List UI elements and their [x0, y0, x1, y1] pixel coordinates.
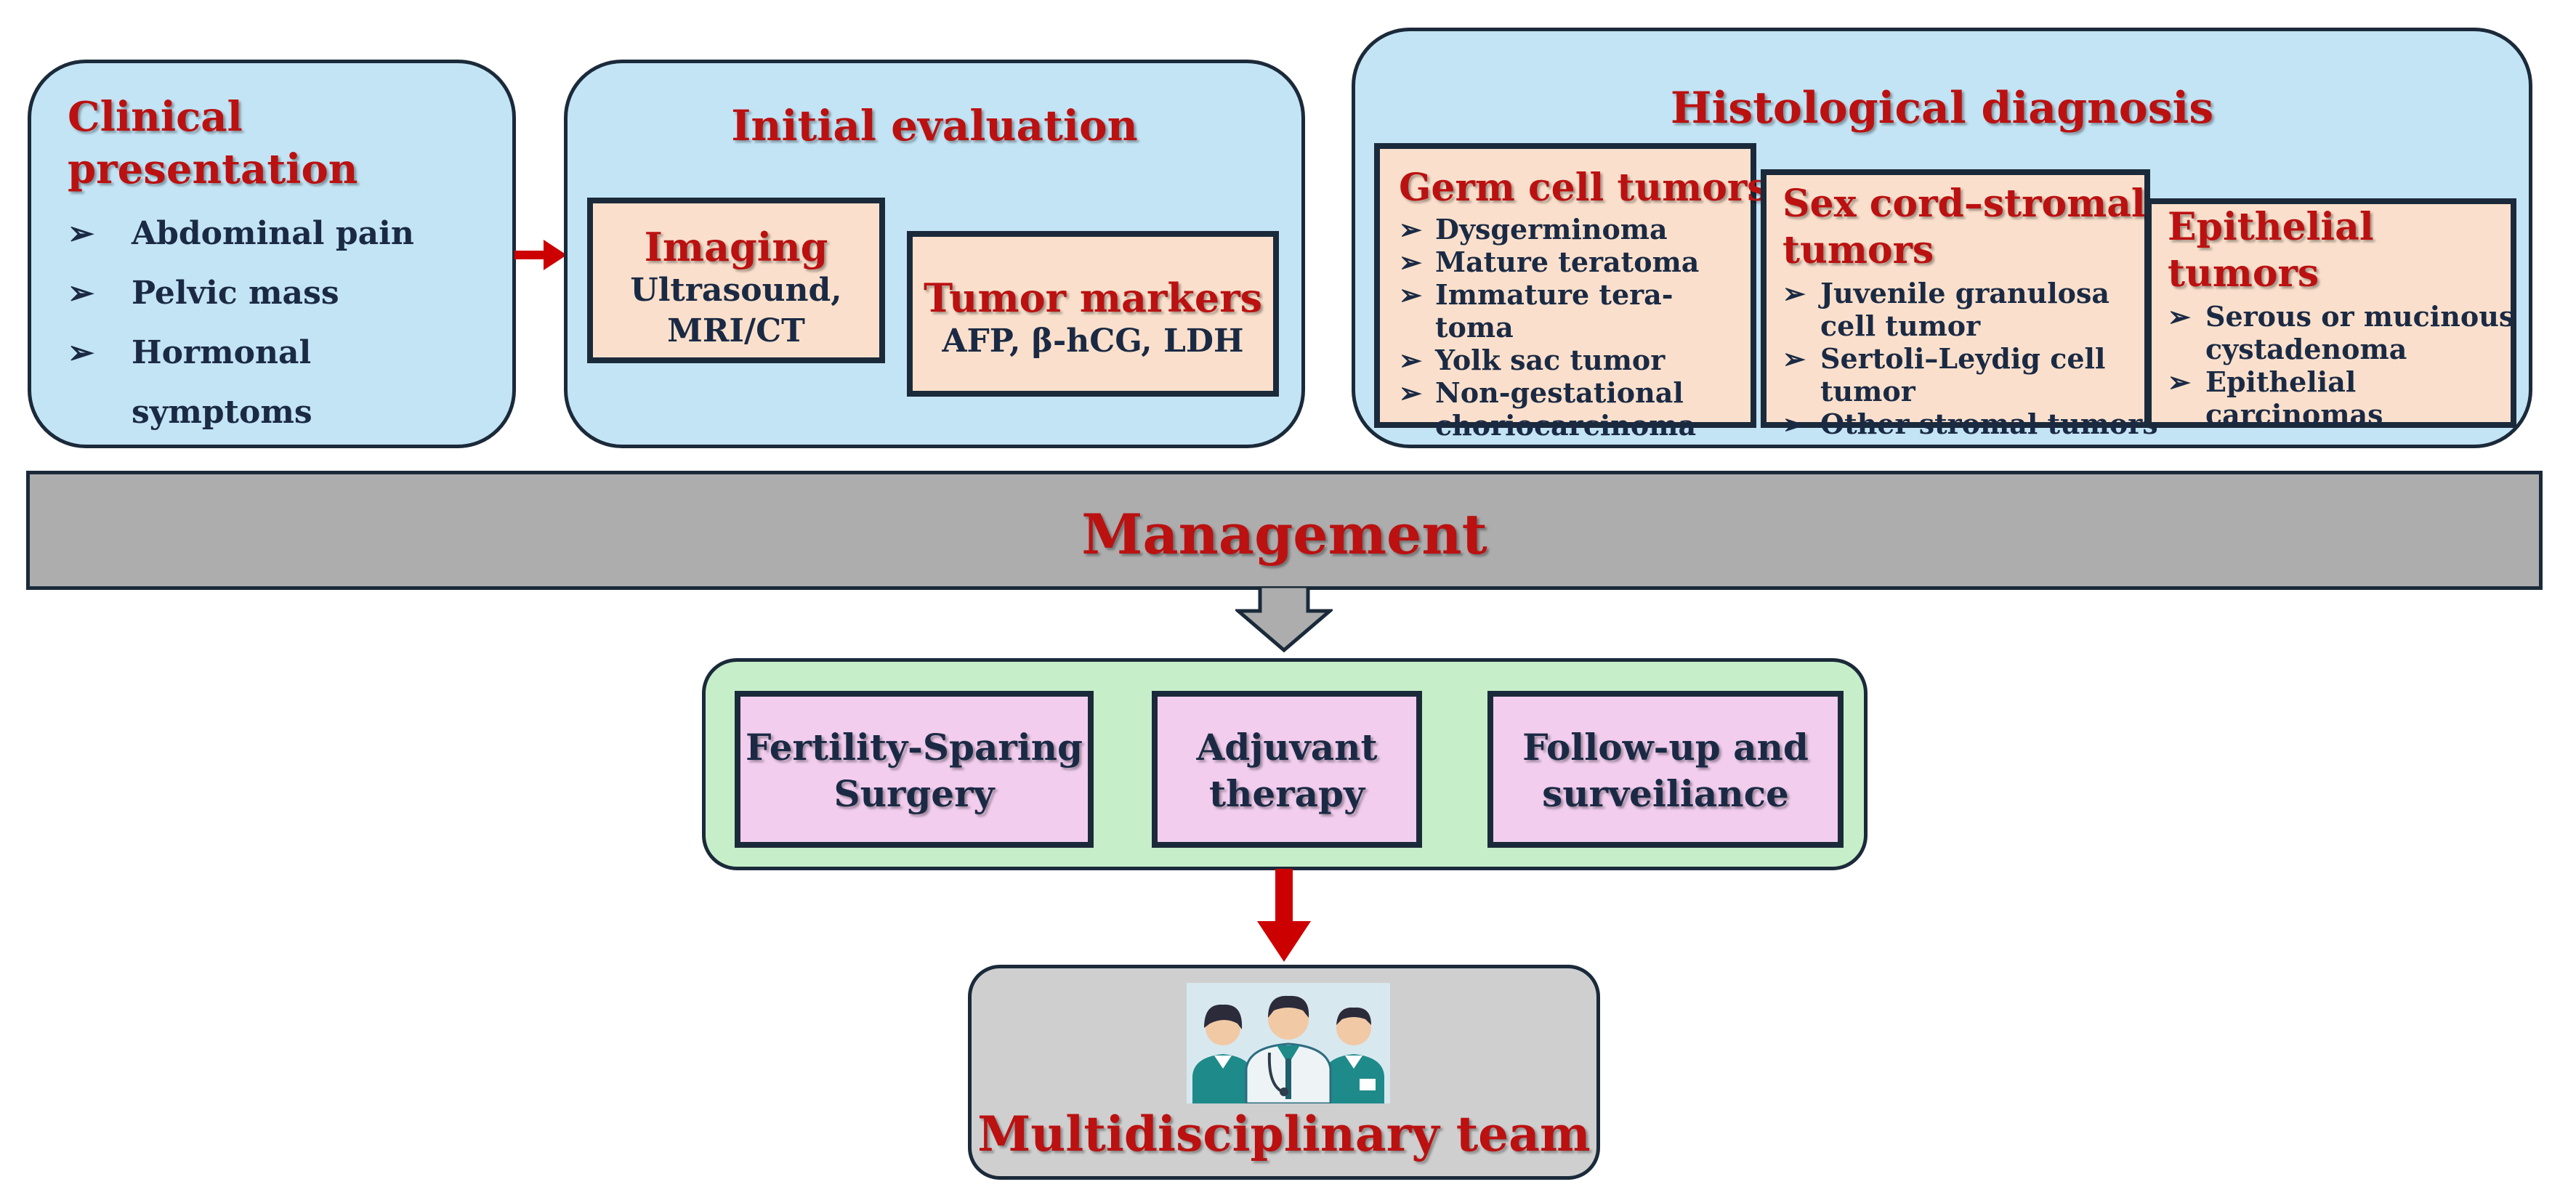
- tumor-markers-line1: AFP, β-hCG, LDH: [942, 323, 1244, 360]
- multidisciplinary-team-panel: Multidisciplinary team: [968, 965, 1600, 1180]
- epithelial-item-continuation: cystadenoma: [2205, 333, 2407, 365]
- arrow-bullet-icon: ➢: [68, 215, 94, 252]
- fertility-sparing-surgery-box: Fertility-Sparing Surgery: [735, 691, 1094, 848]
- team-title: Multidisciplinary team: [977, 1106, 1591, 1162]
- follow-up-box: Follow-up and surveiliance: [1487, 691, 1844, 848]
- management-title: Management: [1081, 502, 1487, 567]
- germ-item: ➢Non-gestational: [1399, 376, 1684, 409]
- epithelial-item: ➢Serous or mucinous: [2168, 300, 2515, 333]
- germ-item: ➢Yolk sac tumor: [1399, 344, 1665, 376]
- tumor-markers-title: Tumor markers: [923, 275, 1263, 321]
- arrow-bullet-icon: ➢: [68, 334, 94, 371]
- imaging-box: Imaging Ultrasound, MRI/CT: [587, 198, 885, 363]
- medical-team-icon: [1187, 983, 1390, 1103]
- epithelial-item-continuation: carcinomas: [2205, 398, 2383, 431]
- initial-evaluation-panel: Initial evaluation Imaging Ultrasound, M…: [564, 60, 1305, 448]
- epithelial-list: ➢Serous or mucinous cystadenoma ➢Epithel…: [2168, 300, 2515, 431]
- clinical-item: ➢ Hormonal: [68, 323, 414, 383]
- arrow-bullet-icon: ➢: [1399, 344, 1422, 376]
- adjuvant-therapy-box: Adjuvant therapy: [1152, 691, 1422, 848]
- clinical-item-continuation: symptoms: [132, 394, 312, 431]
- arrow-bullet-icon: ➢: [68, 275, 94, 312]
- epithelial-item: ➢Epithelial: [2168, 365, 2357, 398]
- germ-cell-list: ➢Dysgerminoma ➢Mature teratoma ➢Immature…: [1399, 213, 1751, 442]
- germ-item-continuation: choriocarcinoma: [1435, 409, 1697, 442]
- management-bar: Management: [26, 471, 2543, 590]
- arrow-bullet-icon: ➢: [1399, 376, 1422, 409]
- tumor-markers-box: Tumor markers AFP, β-hCG, LDH: [907, 231, 1279, 397]
- clinical-presentation-panel: Clinical presentation ➢ Abdominal pain ➢…: [28, 60, 516, 448]
- arrow-bullet-icon: ➢: [2168, 365, 2191, 398]
- arrow-bullet-icon: ➢: [1399, 278, 1422, 311]
- arrow-down-red-icon: [1257, 869, 1311, 962]
- sex-cord-item: ➢Juvenile granulosa: [1782, 277, 2110, 309]
- arrow-bullet-icon: ➢: [1399, 246, 1422, 278]
- germ-cell-title: Germ cell tumors: [1399, 166, 1769, 210]
- sex-cord-title: Sex cord–stromal tumors: [1782, 182, 2146, 272]
- imaging-line1: Ultrasound,: [630, 272, 842, 309]
- epithelial-box: Epithelial tumors ➢Serous or mucinous cy…: [2146, 198, 2516, 431]
- histological-title: Histological diagnosis: [1670, 83, 2214, 134]
- sex-cord-item-continuation: cell tumor: [1820, 309, 1981, 342]
- germ-item: ➢Mature teratoma: [1399, 246, 1700, 278]
- germ-item: ➢Immature tera-toma: [1399, 278, 1673, 344]
- arrow-bullet-icon: ➢: [1782, 408, 1806, 440]
- arrow-bullet-icon: ➢: [1782, 277, 1806, 309]
- clinical-item: ➢ Abdominal pain: [68, 204, 414, 264]
- sex-cord-item: ➢Sertoli–Leydig cell: [1782, 342, 2106, 375]
- clinical-item: ➢ Pelvic mass: [68, 264, 414, 323]
- arrow-bullet-icon: ➢: [2168, 300, 2191, 333]
- sex-cord-item: ➢Other stromal tumors: [1782, 408, 2158, 440]
- arrow-bullet-icon: ➢: [1399, 213, 1422, 246]
- clinical-list: ➢ Abdominal pain ➢ Pelvic mass ➢ Hormona…: [68, 204, 414, 442]
- initial-title: Initial evaluation: [731, 101, 1138, 150]
- germ-item: ➢Dysgerminoma: [1399, 213, 1668, 246]
- germ-cell-box: Germ cell tumors ➢Dysgerminoma ➢Mature t…: [1374, 143, 1769, 442]
- sex-cord-item-continuation: tumor: [1820, 375, 1915, 408]
- arrow-right-icon: [514, 240, 567, 270]
- imaging-title: Imaging: [644, 224, 828, 270]
- histological-diagnosis-panel: Histological diagnosis Germ cell tumors …: [1352, 28, 2532, 448]
- imaging-line2: MRI/CT: [667, 312, 805, 349]
- arrow-bullet-icon: ➢: [1782, 342, 1806, 375]
- clinical-title: Clinical presentation: [68, 93, 358, 193]
- arrow-down-icon: [1235, 586, 1333, 653]
- sex-cord-list: ➢Juvenile granulosa cell tumor ➢Sertoli–…: [1782, 277, 2158, 440]
- epithelial-title: Epithelial tumors: [2168, 205, 2374, 296]
- sex-cord-stromal-box: Sex cord–stromal tumors ➢Juvenile granul…: [1761, 169, 2158, 440]
- management-options-panel: Fertility-Sparing Surgery Adjuvant thera…: [702, 658, 1868, 870]
